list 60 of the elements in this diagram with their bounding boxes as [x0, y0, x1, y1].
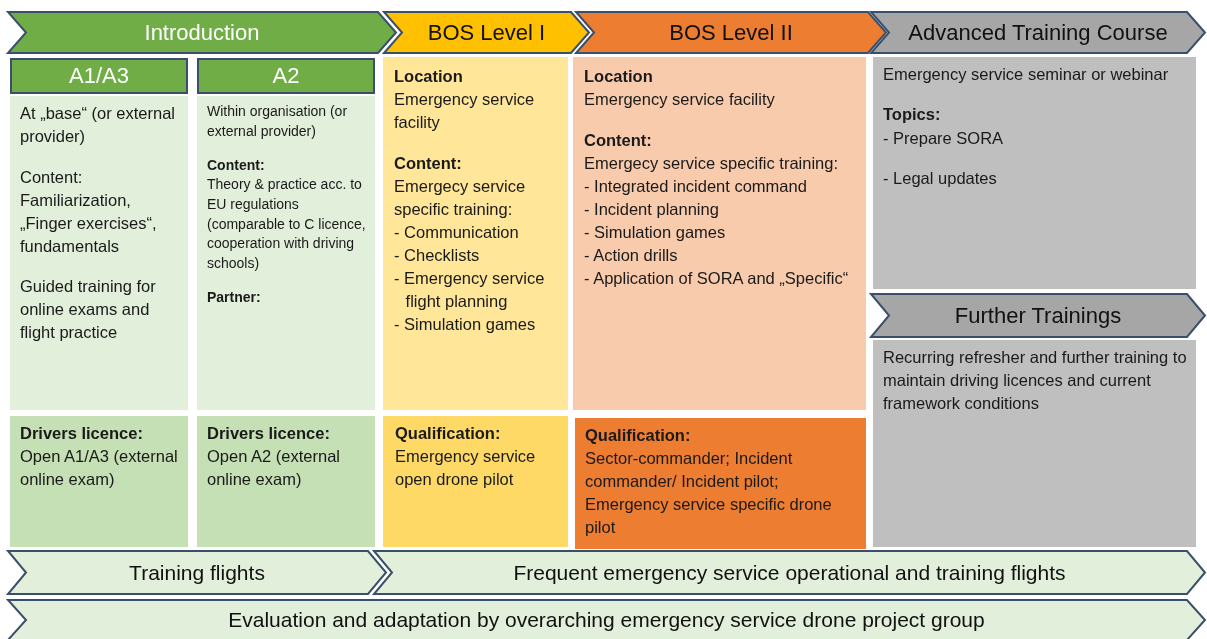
section-heading: Topics: — [883, 104, 942, 126]
list-item: - Checklists — [394, 244, 481, 266]
section-heading: Qualification: — [395, 423, 502, 444]
panel-text: Sector-commander; Incident commander/ Incident pilot; Emergency service specific drone pilot — [585, 448, 833, 539]
content-panel — [197, 96, 375, 410]
panel-text: Emergency service facility — [584, 89, 776, 111]
section-heading: Qualification: — [585, 425, 692, 446]
panel-text: Theory & practice acc. to EU regulations (comparable to C licence, cooperation with driving schools) — [207, 175, 367, 273]
content-panel — [10, 416, 188, 547]
list-item: - Action drills — [584, 244, 679, 266]
content-panel — [873, 57, 1196, 289]
section-heading: Drivers licence: — [20, 423, 144, 444]
stage-title: Frequent emergency service operational and training flights — [513, 560, 1066, 585]
stage-title: BOS Level II — [669, 19, 793, 46]
panel-text: Open A2 (external online exam) — [207, 446, 341, 491]
panel-text: Emergency service seminar or webinar — [883, 64, 1170, 85]
stage-title: BOS Level I — [427, 19, 546, 46]
list-item: - Legal updates — [883, 167, 998, 189]
content-panel — [873, 340, 1196, 547]
column-header — [197, 58, 375, 94]
list-item: - Application of SORA and „Specific“ — [584, 268, 850, 290]
panel-text: Content: — [20, 166, 84, 188]
section-heading: Drivers licence: — [207, 423, 331, 444]
list-item: - Integrated incident command — [584, 175, 808, 197]
panel-text: Familiarization, „Finger exercises“, fundamentals — [20, 189, 158, 257]
panel-text: Emergecy service specific training: — [394, 175, 527, 220]
content-panel — [383, 57, 568, 410]
content-panel — [197, 416, 375, 547]
stage-title: Advanced Training Course — [908, 19, 1168, 46]
section-heading: Content: — [394, 152, 463, 174]
list-item: - Prepare SORA — [883, 127, 1005, 149]
list-item: - Communication — [394, 221, 520, 243]
panel-text: Guided training for online exams and flight practice — [20, 276, 157, 344]
content-panel — [575, 418, 866, 549]
content-panel — [10, 96, 188, 410]
panel-text: Open A1/A3 (external online exam) — [20, 446, 179, 491]
stage-title: Evaluation and adaptation by overarching emergency service drone project group — [228, 608, 985, 632]
section-heading: Content: — [584, 129, 653, 151]
section-heading: Location — [584, 66, 654, 87]
panel-text: At „base“ (or external provider) — [20, 103, 176, 148]
header-title: A1/A3 — [69, 61, 129, 90]
panel-text: Emergency service open drone pilot — [395, 446, 537, 491]
stage-title: Training flights — [129, 560, 265, 585]
list-item: - Simulation games — [584, 221, 727, 243]
section-heading: Content: — [207, 155, 266, 175]
list-item: - Simulation games — [394, 314, 537, 336]
stage-title: Further Trainings — [954, 302, 1122, 329]
section-heading: Partner: — [207, 288, 262, 308]
panel-text: Recurring refresher and further training to maintain driving licences and current framework conditions — [883, 347, 1188, 415]
panel-text: Within organisation (or external provider) — [207, 102, 349, 141]
list-item: - Emergency service flight planning — [394, 268, 546, 313]
panel-text: Emergecy service specific training: — [584, 152, 839, 174]
list-item: - Incident planning — [584, 198, 720, 220]
panel-text: Emergency service facility — [394, 89, 536, 134]
content-panel — [383, 416, 568, 547]
header-title: A2 — [272, 61, 300, 90]
content-panel — [573, 57, 866, 410]
section-heading: Location — [394, 66, 464, 87]
stage-title: Introduction — [144, 19, 260, 46]
column-header — [10, 58, 188, 94]
